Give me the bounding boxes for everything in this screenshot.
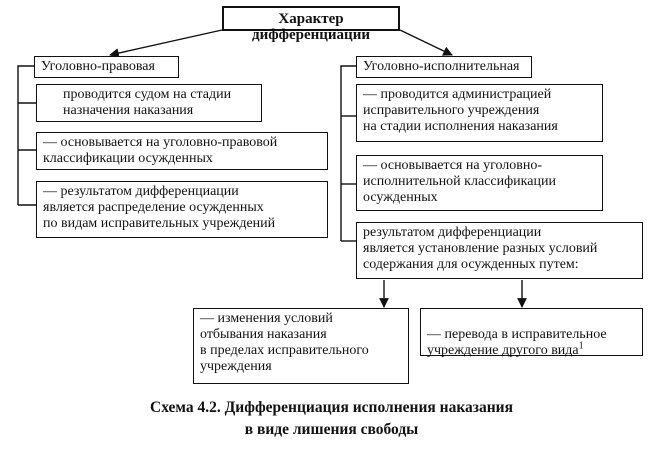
diagram-title: Характер дифференциации [222, 6, 400, 43]
left-item-3: — результатом дифференциации является ра… [36, 181, 328, 238]
left-item-1: проводится судом на стадии назначения на… [36, 84, 262, 122]
left-branch-header: Уголовно-правовая [34, 56, 179, 78]
arrow-to-right-branch [399, 29, 453, 56]
right-item-3: результатом дифференциации является уста… [356, 222, 643, 279]
right-branch-header: Уголовно-исполнительная [356, 56, 532, 78]
caption-line-2: в виде лишения свободы [244, 421, 419, 438]
outcome-2: — перевода в исправительное учреждение д… [420, 308, 643, 358]
outcome-2-text: — перевода в исправительное учреждение д… [427, 327, 607, 358]
right-spine [340, 65, 356, 241]
outcome-1: — изменения условий отбывания наказания … [193, 308, 409, 384]
right-item-1: — проводится администрацией исправительн… [356, 84, 603, 142]
left-spine [17, 65, 34, 205]
footnote-mark: 1 [578, 340, 584, 352]
left-item-2: — основывается на уголовно-правовой клас… [36, 132, 328, 170]
arrow-to-left-branch [109, 29, 223, 58]
caption-line-1: Схема 4.2. Дифференциация исполнения нак… [150, 399, 513, 416]
right-item-2: — основывается на уголовно- исполнительн… [356, 155, 603, 211]
